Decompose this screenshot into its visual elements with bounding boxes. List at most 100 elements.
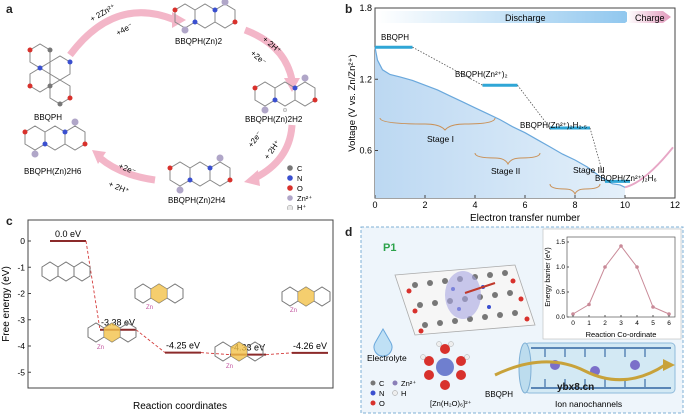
energy-barrier-point-3 [619,244,623,248]
arrow-1-head [172,12,186,28]
charge-curve [624,146,674,189]
stage-3-label: Stage III [573,165,605,175]
stage-2-bracket [474,152,541,166]
energy-value-label-4: -4.26 eV [293,341,327,351]
discharge-banner [377,11,633,23]
x-axis-title: Electron transfer number [470,213,581,224]
x-tick-label-4: 8 [572,200,577,210]
molecule-bbqph-zn2h6 [22,118,88,158]
panel-a-legend: C N O Zn²⁺ H⁺ [286,164,312,212]
arrow-2-head [284,78,300,92]
plateau-label-bbqph: BBQPH [381,33,409,42]
d-legend-dot-zn [392,380,398,386]
zn-tag-3: Zn [226,364,233,370]
legend-label-o: O [297,184,303,193]
x-tick-label-5: 10 [620,200,630,210]
plateau-label-zn2h25: BBQPH(Zn²⁺)₂H₂.₅ [520,121,587,130]
d-legend-label-o: O [379,399,385,408]
energy-connector-3 [265,352,293,356]
y-tick-label-2: 1.8 [359,3,372,13]
ion-nanochannel [494,342,676,394]
inset-x-tick-label-1: 1 [587,320,591,327]
arrow-2 [243,26,296,81]
highlight-ring-5 [298,287,314,306]
panel-a: a BBQPH [0,0,345,212]
panel-c-label: c [6,214,13,228]
highlight-ring-3 [151,284,167,303]
free-energy-chart: 0-1-2-3-4-5 0.0 eV-3.38 eV-4.25 eV-4.33 … [1,219,334,412]
zinc-hydrate-complex [420,341,470,390]
molecule-label-bbqph-zn2h2: BBQPH(Zn)2H2 [245,115,303,124]
energy-connector-1 [135,329,166,353]
arrow-2-top-label: + 2H⁺ [261,35,283,56]
legend-dot-h [286,204,294,212]
arrow-1-bottom-label: +4e⁻ [115,21,135,38]
arrow-3 [253,124,296,182]
inset-y-ticks: 0.00.51.01.5 [556,239,569,321]
charge-banner [627,11,671,23]
chart-c-frame [27,219,334,389]
electrolyte-label: Electrolyte [367,353,407,363]
fe-y-tick-label-1: -1 [17,262,25,272]
legend-label-h: H⁺ [297,203,306,210]
energy-barrier-point-4 [635,265,639,269]
energy-value-label-2: -4.25 eV [166,341,200,351]
inset-background [542,228,682,340]
zn-tag-4: Zn [290,308,297,314]
stage-2-label: Stage II [491,166,520,176]
molecule-label-bbqph-zn2h6: BBQPH(Zn)2H6 [24,167,82,176]
zn-tag-1: Zn [97,345,104,351]
electrolyte-drop-icon [373,327,393,357]
zn-tag-2: Zn [146,305,153,311]
d-legend-dot-o [370,400,376,406]
crystal-stack [394,264,536,336]
voltage-curve [374,47,626,188]
inset-y-tick-label-1: 0.5 [556,289,565,296]
energy-barrier-point-1 [587,302,591,307]
d-legend-dot-c [370,380,376,386]
ion-migration-arrow-head [663,359,675,371]
legend-dot-n [287,175,293,181]
energy-value-label-0: 0.0 eV [55,229,81,239]
discharge-label: Discharge [505,13,546,23]
arrow-4-bottom-label: + 2H⁺ [107,180,130,196]
inset-x-tick-label-2: 2 [603,320,607,327]
plateau-connector-2 [589,127,606,182]
legend-dot-c [287,165,293,171]
inset-x-tick-label-6: 6 [667,320,671,327]
fe-y-tick-label-0: 0 [20,236,25,246]
legend-dot-o [287,185,293,191]
x-tick-label-2: 4 [472,200,477,210]
plateau-label-zn2: BBQPH(Zn²⁺)₂ [455,70,508,79]
panel-d-label: d [345,225,353,239]
molecule-label-bbqph-zn2: BBQPH(Zn)2 [175,37,223,46]
energy-connector-0 [85,240,101,330]
free-energy-title: Free energy (eV) [1,266,12,342]
legend-label-c: C [297,164,303,173]
arrow-1 [67,9,177,58]
inset-x-tick-label-3: 3 [619,320,623,327]
arrow-3-top-label: +2e⁻ [246,129,264,149]
highlight-ring-2 [104,323,120,342]
inset-x-tick-label-0: 0 [571,320,575,327]
energy-value-label-3: -4.33 eV [231,343,265,353]
plateau-label-zn2h6: BBQPH(Zn²⁺)₂H₆ [595,174,657,183]
molecule-bbqph-zn2 [172,0,238,34]
y-tick-label-1: 1.2 [359,74,372,84]
stage-1-bracket [379,117,496,131]
y-axis-ticks: 0.61.21.8 [359,3,378,156]
molecule-bbqph-zn2h2 [252,74,318,114]
inset-x-tick-label-5: 5 [651,320,655,327]
stage-1-label: Stage I [427,134,454,144]
d-legend-label-zn: Zn²⁺ [401,379,416,388]
complex-label: [Zn(H₂O)₆]²⁺ [430,399,472,408]
arrow-4 [97,155,156,184]
highlight-ring-4 [231,342,247,361]
x-tick-label-0: 0 [372,200,377,210]
d-legend-dot-h [392,390,398,396]
